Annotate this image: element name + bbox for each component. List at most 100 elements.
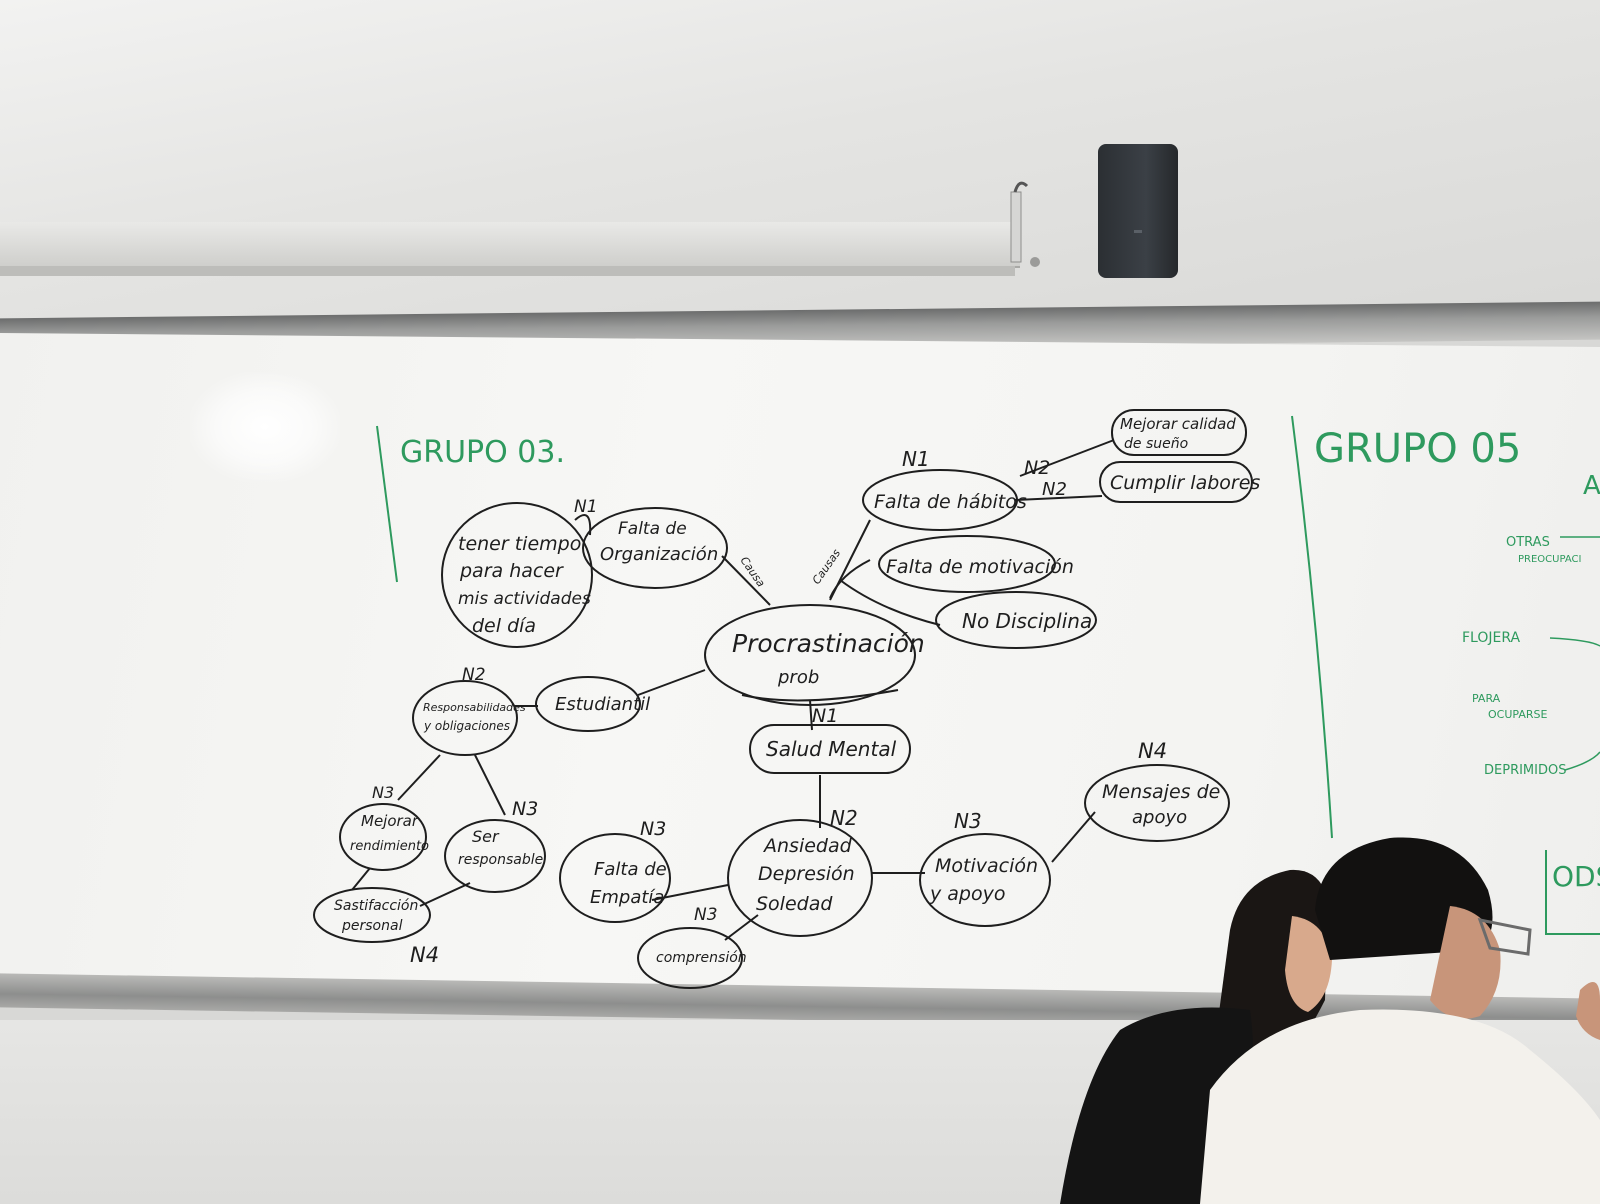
edge-motiv-mensajes: [1051, 811, 1096, 863]
student-boy-glasses: [1477, 918, 1532, 956]
ansiedad-line3: Soledad: [756, 893, 833, 915]
edge-ser-sat: [419, 882, 471, 907]
mejorar-calidad-line1: Mejorar calidad: [1120, 415, 1236, 433]
falta-empatia-line1: Falta de: [594, 859, 667, 880]
green-divider-left: [376, 425, 398, 583]
level-n4-mensajes: N4: [1138, 739, 1167, 763]
satisfaccion-line1: Sastifacción: [334, 898, 418, 914]
ser-resp-line2: responsable: [458, 852, 543, 868]
mejorar-rend-line2: rendimiento: [350, 839, 429, 854]
mensajes-line2: apoyo: [1132, 807, 1187, 828]
mind-map-group-03: [313, 409, 1253, 989]
level-n2-a: N2: [1024, 457, 1050, 479]
mind-map-labels: Procrastinación prob Falta de Organizaci…: [334, 415, 1260, 967]
edge-resp-mejorar: [397, 754, 441, 801]
edge-label-causas: Causas: [810, 547, 844, 587]
edge-label-causa: Causa: [738, 554, 768, 589]
tener-tiempo-line3: mis actividades: [458, 589, 591, 609]
heading-grupo-05: GRUPO 05: [1314, 426, 1521, 472]
level-n1-habitos: N1: [902, 447, 930, 471]
ser-resp-line1: Ser: [472, 827, 500, 846]
group-05-letter: A: [1583, 471, 1600, 501]
level-n2-resp: N2: [462, 665, 486, 685]
node-ser-resp-bubble: [444, 819, 546, 893]
node-responsabilidades-bubble: [412, 680, 518, 756]
salud-label: Salud Mental: [766, 737, 897, 761]
node-falta-motivacion-bubble: [878, 535, 1056, 593]
student-hand: [1576, 982, 1600, 1040]
node-motivacion-bubble: [919, 833, 1051, 927]
edge-resp-ser: [474, 754, 506, 816]
edge-disciplina-center: [839, 579, 941, 626]
node-cumplir-bubble: [1099, 461, 1253, 503]
green-divider-right: [1291, 415, 1333, 839]
level-n1-org: N1: [574, 497, 598, 517]
node-falta-org-bubble: [582, 507, 728, 589]
edge-habitos-cumplir: [1014, 495, 1103, 501]
mejorar-calidad-line2: de sueño: [1124, 436, 1188, 452]
ansiedad-line1: Ansiedad: [762, 835, 853, 857]
falta-habitos-label: Falta de hábitos: [874, 491, 1027, 513]
edge-ansiedad-comp: [724, 914, 759, 941]
mensajes-line1: Mensajes de: [1102, 781, 1220, 803]
level-n3-motivacion: N3: [954, 809, 982, 833]
edge-motivacion-center: [829, 559, 871, 599]
level-n3-comprension: N3: [694, 905, 718, 925]
level-n1-salud: N1: [812, 705, 838, 727]
node-salud-bubble: [749, 724, 911, 774]
students-foreground: [1060, 837, 1600, 1204]
node-falta-empatia-bubble: [559, 833, 671, 923]
falta-motivacion-label: Falta de motivación: [886, 556, 1074, 578]
center-label-line2: prob: [777, 667, 819, 688]
edge-habitos-sueno: [1019, 439, 1115, 477]
node-tener-tiempo-bubble: [441, 502, 593, 648]
responsabilidades-line1: Responsabilidades: [423, 701, 526, 714]
student-boy-shirt: [1200, 1009, 1600, 1204]
node-ansiedad-bubble: [727, 819, 873, 937]
level-n4-sat: N4: [410, 943, 439, 967]
group-03-heading: GRUPO 03.: [376, 425, 565, 583]
node-mejorar-calidad-bubble: [1111, 409, 1247, 456]
group-05-section: GRUPO 05 A OTRAS PREOCUPACI FLOJERA PARA…: [1291, 415, 1600, 935]
node-estudiantil-bubble: [535, 676, 641, 732]
motivacion-line1: Motivación: [935, 855, 1038, 877]
mejorar-rend-line1: Mejorar: [361, 812, 419, 830]
projector-screen-roller: [0, 266, 1015, 276]
falta-org-line2: Organización: [600, 544, 718, 565]
comprension-label: comprensión: [656, 950, 747, 966]
center-label-line1: Procrastinación: [732, 629, 925, 658]
speaker-indicator: [1134, 230, 1142, 233]
wall-speaker: [1098, 144, 1178, 278]
tener-tiempo-line4: del día: [472, 615, 536, 637]
node-no-disciplina-bubble: [935, 591, 1097, 649]
otras-line1: OTRAS: [1506, 535, 1550, 550]
node-falta-habitos-bubble: [862, 469, 1018, 531]
ansiedad-line2: Depresión: [758, 863, 855, 885]
edge-mejorar-sat: [351, 867, 371, 891]
student-boy-face: [1430, 906, 1501, 1019]
deprimidos-label: DEPRIMIDOS: [1484, 763, 1566, 778]
node-comprension-bubble: [637, 927, 743, 989]
motivacion-line2: y apoyo: [929, 883, 1005, 905]
falta-empatia-line2: Empatía: [590, 887, 664, 908]
para-ocuparse-line1: PARA: [1472, 692, 1501, 705]
otras-line2: PREOCUPACI: [1518, 554, 1581, 565]
light-reflection: [190, 372, 340, 482]
level-n2-b: N2: [1042, 479, 1067, 500]
no-disciplina-label: No Disciplina: [962, 609, 1092, 633]
flojera-label: FLOJERA: [1462, 630, 1521, 646]
level-n3-mejorar: N3: [372, 783, 394, 802]
responsabilidades-line2: y obligaciones: [423, 719, 510, 733]
level-n3-empatia: N3: [640, 818, 666, 840]
node-center-bubble: [704, 604, 916, 706]
node-mejorar-rend-bubble: [339, 803, 427, 871]
edge-center-estudiantil: [637, 669, 706, 696]
node-center-underline: [741, 689, 899, 702]
estudiantil-label: Estudiantil: [555, 694, 650, 715]
tener-tiempo-line1: tener tiempo: [458, 533, 581, 555]
falta-org-line1: Falta de: [618, 519, 687, 539]
node-mensajes-bubble: [1084, 764, 1230, 842]
heading-grupo-03: GRUPO 03.: [400, 435, 565, 470]
